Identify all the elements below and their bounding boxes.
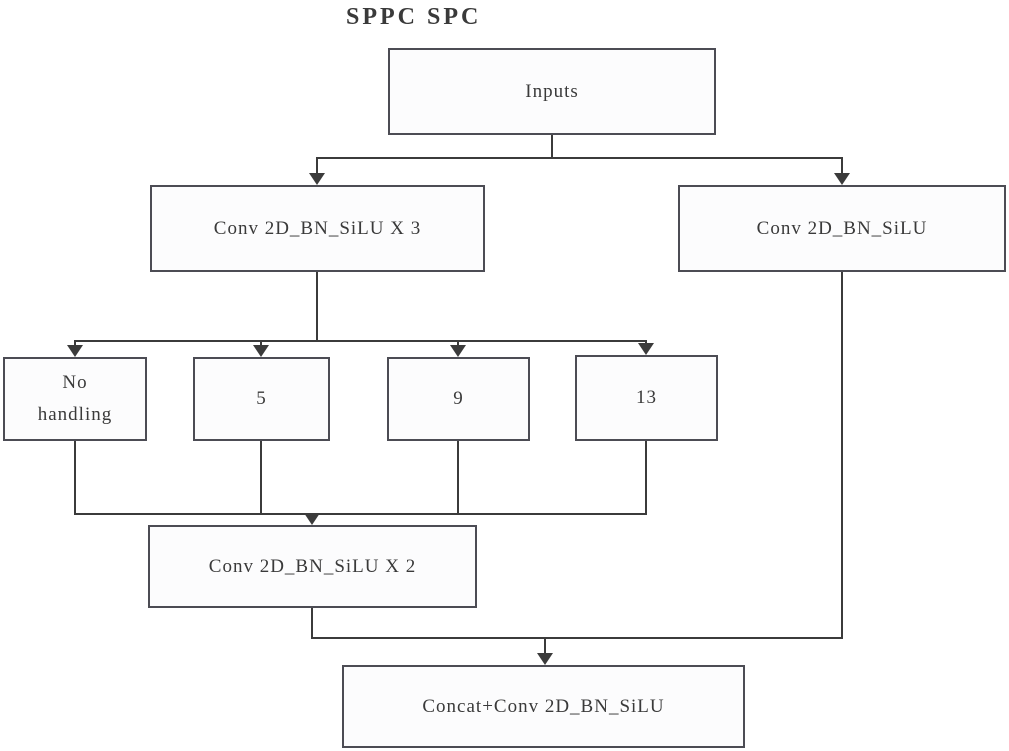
node-conv2d-bn-silu-x3: Conv 2D_BN_SiLU X 3 xyxy=(150,185,485,272)
node-concat-conv2d-bn-silu-label: Concat+Conv 2D_BN_SiLU xyxy=(422,695,665,717)
node-pool-13: 13 xyxy=(575,355,718,441)
arrowhead-into-pool-5 xyxy=(253,345,269,357)
connector-to-concat xyxy=(544,637,546,655)
connector-inputs-stem xyxy=(551,135,553,159)
node-no-handling: No handling xyxy=(3,357,147,441)
connector-bottom-line xyxy=(311,637,843,639)
connector-convx2-stem xyxy=(311,608,313,639)
node-pool-9-label: 9 xyxy=(453,388,464,409)
node-pool-5-label: 5 xyxy=(256,388,267,409)
connector-pool-9-down xyxy=(457,441,459,515)
connector-to-pool-9 xyxy=(457,340,459,347)
connector-to-pool-5 xyxy=(260,340,262,347)
connector-to-no-handling xyxy=(74,340,76,347)
node-pool-9: 9 xyxy=(387,357,530,441)
node-pool-5: 5 xyxy=(193,357,330,441)
arrowhead-into-conv1 xyxy=(834,173,850,185)
node-pool-13-label: 13 xyxy=(636,387,657,408)
connector-conv3-stem xyxy=(316,272,318,342)
node-conv2d-bn-silu: Conv 2D_BN_SiLU xyxy=(678,185,1006,272)
arrowhead-into-pool-9 xyxy=(450,345,466,357)
connector-to-conv1 xyxy=(841,157,843,175)
diagram-title: SPPC SPC xyxy=(346,4,482,30)
connector-to-pool-13 xyxy=(645,340,647,345)
arrowhead-into-no-handling xyxy=(67,345,83,357)
connector-split-top xyxy=(316,157,843,159)
node-inputs-label: Inputs xyxy=(525,80,579,102)
connector-pool-13-down xyxy=(645,441,647,515)
connector-to-conv3 xyxy=(316,157,318,175)
node-conv2d-bn-silu-x2-label: Conv 2D_BN_SiLU X 2 xyxy=(208,555,417,577)
node-conv2d-bn-silu-x3-label: Conv 2D_BN_SiLU X 3 xyxy=(213,217,422,239)
node-conv2d-bn-silu-x2: Conv 2D_BN_SiLU X 2 xyxy=(148,525,477,608)
node-conv2d-bn-silu-label: Conv 2D_BN_SiLU xyxy=(756,217,928,239)
arrowhead-into-pool-13 xyxy=(638,343,654,355)
connector-split-branches xyxy=(74,340,647,342)
connector-no-handling-down xyxy=(74,441,76,515)
connector-merge-line xyxy=(74,513,647,515)
node-inputs: Inputs xyxy=(388,48,716,135)
node-no-handling-label: No handling xyxy=(37,371,113,425)
arrowhead-into-conv3 xyxy=(309,173,325,185)
node-concat-conv2d-bn-silu: Concat+Conv 2D_BN_SiLU xyxy=(342,665,745,748)
connector-conv1-down xyxy=(841,272,843,639)
arrowhead-into-convx2 xyxy=(304,513,320,525)
arrowhead-into-concat xyxy=(537,653,553,665)
connector-pool-5-down xyxy=(260,441,262,515)
